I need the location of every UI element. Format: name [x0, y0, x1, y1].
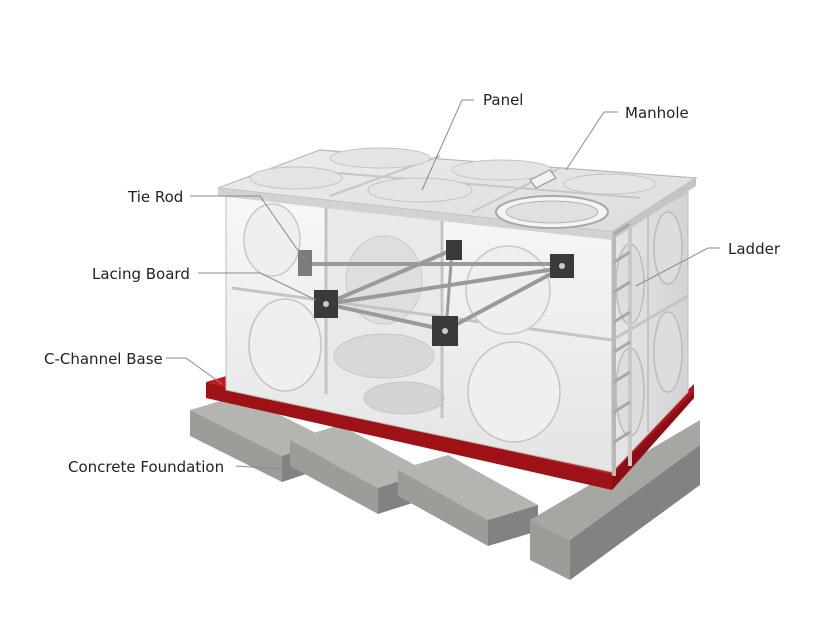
tie-rod-leader — [190, 195, 307, 263]
lacing-board-label: Lacing Board — [92, 265, 190, 283]
concrete-foundation-label: Concrete Foundation — [68, 458, 225, 476]
concrete-leader — [235, 465, 297, 471]
manhole-leader — [565, 111, 618, 171]
ladder-leader — [635, 247, 720, 287]
ladder — [612, 222, 632, 476]
manhole-label: Manhole — [625, 104, 689, 122]
lacing-plate — [446, 240, 462, 260]
lacing-board-leader — [198, 272, 317, 301]
panel-leader — [421, 99, 474, 191]
panel-label: Panel — [483, 91, 524, 109]
lacing-plate — [298, 250, 312, 276]
ladder-label: Ladder — [728, 240, 780, 258]
roof-panel — [249, 147, 657, 203]
tie-rods — [304, 248, 563, 332]
tank-roof — [217, 147, 698, 240]
tie-rod-label: Tie Rod — [128, 188, 184, 206]
concrete-foundation — [190, 395, 700, 580]
concrete-block — [398, 455, 538, 546]
c-channel-leader — [166, 357, 223, 385]
c-channel-base-label: C-Channel Base — [44, 350, 163, 368]
lacing-boards — [298, 240, 574, 346]
manhole — [495, 169, 609, 229]
leader-lines — [166, 99, 720, 471]
